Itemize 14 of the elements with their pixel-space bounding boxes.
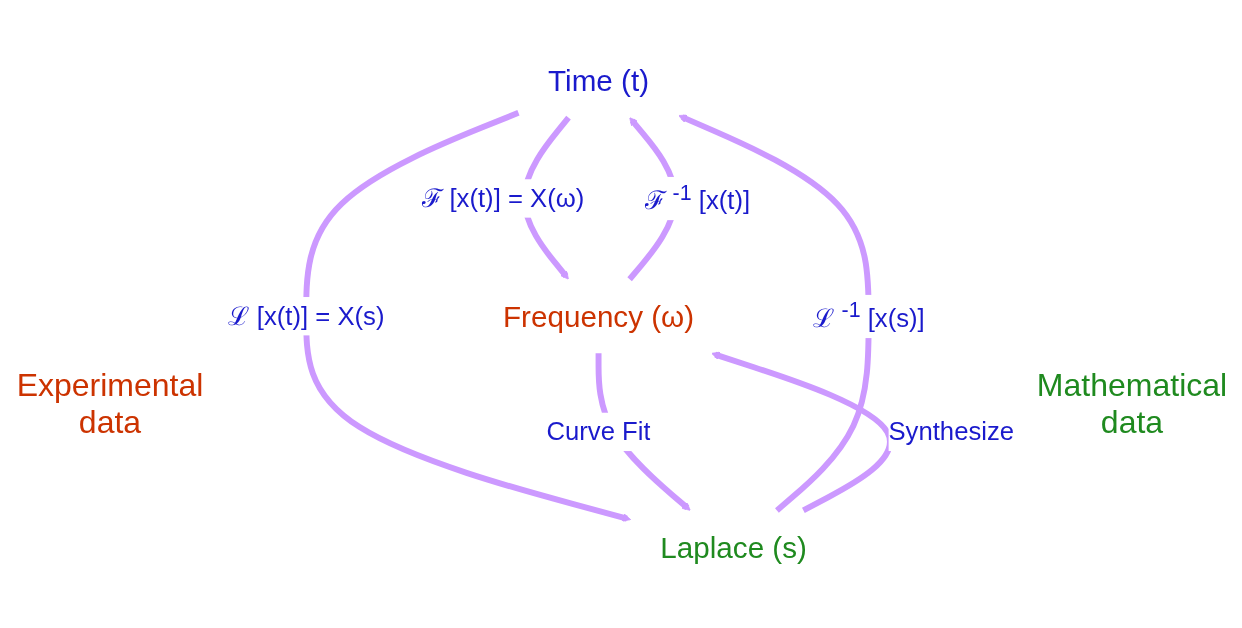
- side-note: Experimental data: [15, 367, 205, 441]
- node-text: Frequency (ω): [503, 300, 695, 333]
- edge-label: ℒ $^{-1}$ [x(s)]: [812, 297, 925, 333]
- edge-label: ℱ $^{-1}$ [x(t)]: [644, 179, 751, 216]
- edge-label: Synthesize: [888, 416, 1015, 447]
- node-text: Time (t): [548, 64, 650, 97]
- side-note: Mathematical data: [1035, 367, 1229, 441]
- node-text: Laplace (s): [660, 531, 807, 564]
- arrow: [678, 114, 872, 513]
- edge-label: ℒ [x(t)] = X(s): [227, 300, 385, 331]
- arrow: [711, 351, 893, 513]
- edge-label: ℱ [x(t)] = X(ω): [421, 183, 585, 213]
- edge-label: Curve Fit: [546, 416, 651, 447]
- arrow: [303, 110, 632, 522]
